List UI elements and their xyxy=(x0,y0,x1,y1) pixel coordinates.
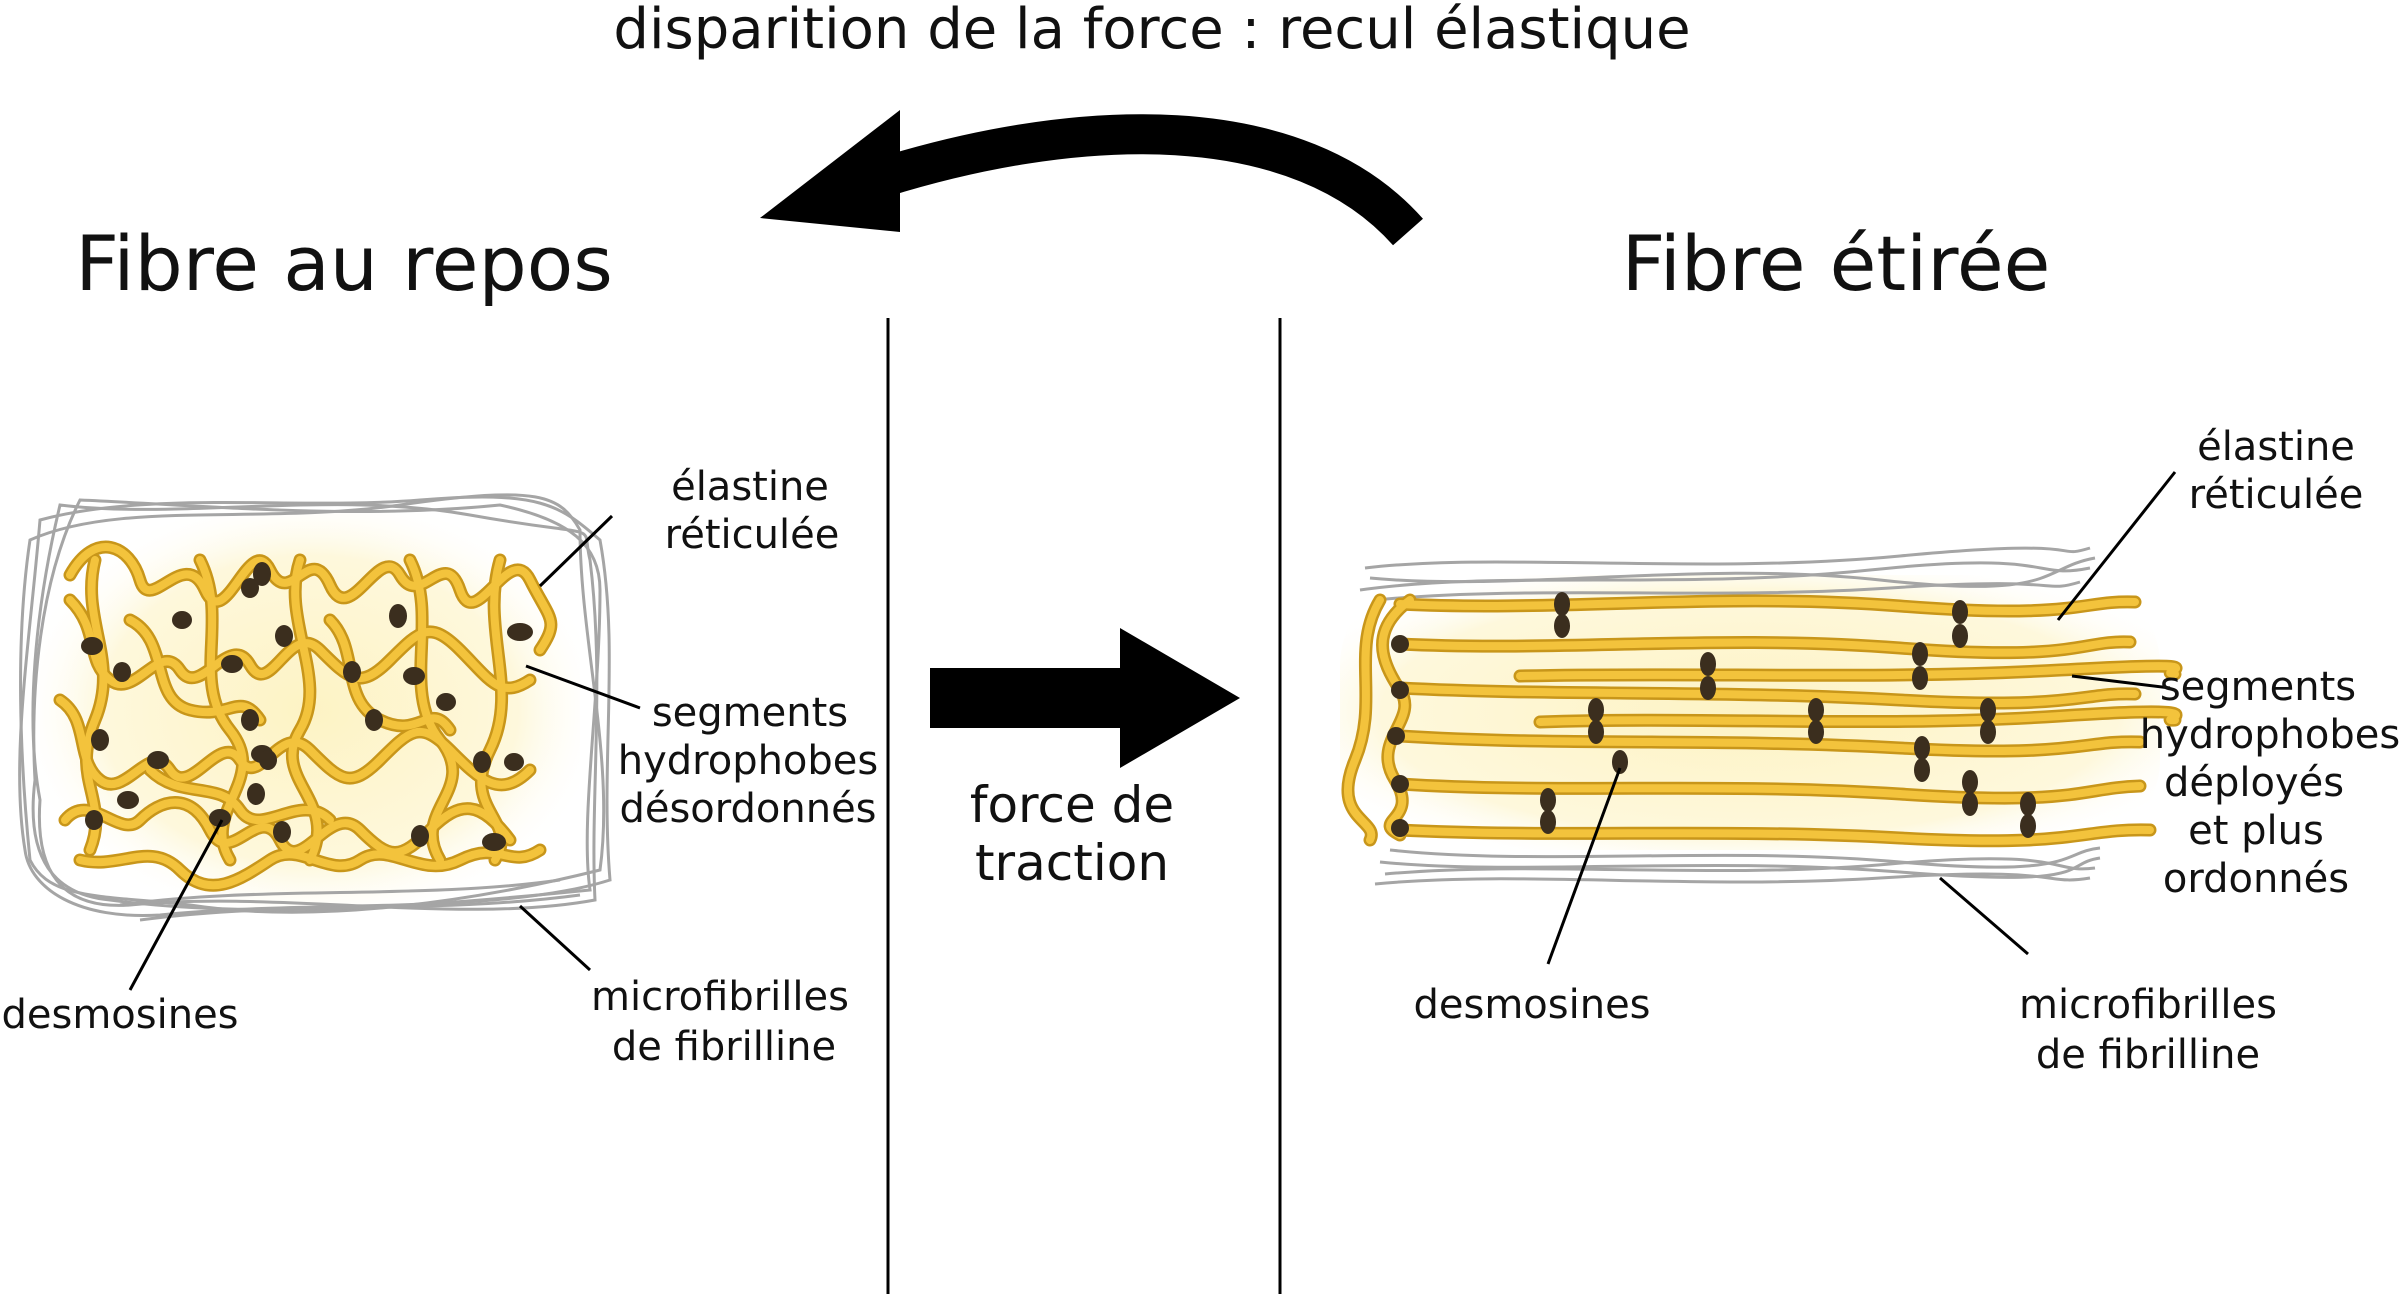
rest-label-microfib-1: microfibrilles xyxy=(591,974,849,1020)
stretched-label-microfib-1: microfibrilles xyxy=(2019,982,2277,1028)
stretched-label-segments-2: hydrophobes xyxy=(2140,712,2400,758)
stretched-label-segments-3: déployés xyxy=(2164,760,2344,806)
stretched-elastin-strands xyxy=(1341,593,2183,848)
stretched-fiber: élastine réticulée segments hydrophobes … xyxy=(1340,424,2400,1078)
stretched-label-desmosines: desmosines xyxy=(1413,982,1650,1028)
traction-label-line2: traction xyxy=(975,834,1169,892)
traction-arrow xyxy=(930,628,1240,768)
stretched-label-segments-5: ordonnés xyxy=(2163,856,2349,902)
rest-leader-lines xyxy=(128,514,641,991)
stretched-label-segments-1: segments xyxy=(2160,664,2356,710)
stretched-desmosines xyxy=(1387,592,2036,838)
rest-label-segments-2: hydrophobes xyxy=(618,738,879,784)
recoil-arrow xyxy=(760,110,1423,246)
rest-fiber-title: Fibre au repos xyxy=(75,219,613,308)
rest-label-elastin-1: élastine xyxy=(671,464,829,510)
stretched-microfibrils-top xyxy=(1359,546,2096,602)
rest-desmosines xyxy=(81,562,533,851)
rest-fiber: élastine réticulée segments hydrophobes … xyxy=(1,464,878,1070)
rest-elastin-network xyxy=(53,540,558,892)
rest-microfibrils xyxy=(18,493,612,922)
stretched-microfibrils-bottom xyxy=(1374,846,2101,886)
traction-label-line1: force de xyxy=(970,776,1174,834)
recoil-caption: disparition de la force : recul élastiqu… xyxy=(613,0,1690,62)
rest-label-segments-3: désordonnés xyxy=(619,786,876,832)
stretched-label-segments-4: et plus xyxy=(2188,808,2324,854)
stretched-label-elastin-2: réticulée xyxy=(2189,472,2364,518)
rest-label-elastin-2: réticulée xyxy=(665,512,840,558)
stretched-fiber-title: Fibre étirée xyxy=(1622,219,2051,308)
stretched-leader-lines xyxy=(1546,471,2177,965)
rest-label-segments-1: segments xyxy=(652,690,848,736)
stretched-label-elastin-1: élastine xyxy=(2197,424,2355,470)
rest-label-desmosines: desmosines xyxy=(1,992,238,1038)
rest-label-microfib-2: de fibrilline xyxy=(612,1024,836,1070)
stretched-label-microfib-2: de fibrilline xyxy=(2036,1032,2260,1078)
